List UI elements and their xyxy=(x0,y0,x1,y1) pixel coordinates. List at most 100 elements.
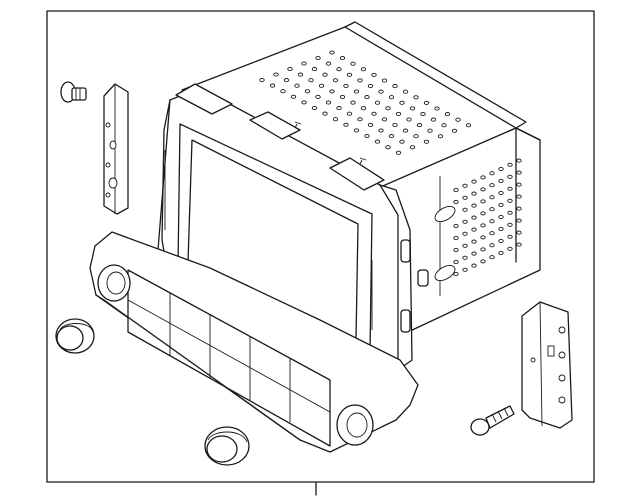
vent-hole xyxy=(329,89,335,94)
vent-hole xyxy=(360,67,367,72)
vent-hole xyxy=(489,219,495,224)
vent-hole xyxy=(371,72,377,77)
vent-hole xyxy=(462,243,468,248)
vent-hole xyxy=(378,89,384,94)
vent-hole xyxy=(471,179,477,184)
vent-hole xyxy=(325,100,332,105)
vent-hole xyxy=(301,61,307,66)
vent-hole xyxy=(465,123,472,128)
left-screw xyxy=(60,81,87,103)
vent-hole xyxy=(381,117,388,122)
vent-hole xyxy=(357,78,363,83)
vent-hole xyxy=(489,231,495,236)
vent-hole xyxy=(430,117,437,122)
vent-hole xyxy=(322,111,328,116)
right-bracket xyxy=(521,301,573,429)
vent-hole xyxy=(451,128,458,133)
vent-hole xyxy=(311,105,318,111)
vent-hole xyxy=(350,100,356,105)
vent-hole xyxy=(489,183,495,188)
vent-hole xyxy=(453,235,459,241)
vent-hole xyxy=(480,199,486,204)
vent-hole xyxy=(343,122,349,127)
vent-hole xyxy=(409,145,416,150)
vent-hole xyxy=(498,202,504,208)
vent-hole xyxy=(374,139,381,144)
left-bracket xyxy=(103,83,129,215)
vent-hole xyxy=(371,111,377,116)
vent-hole xyxy=(315,55,321,61)
control-panel xyxy=(89,231,419,453)
vent-hole xyxy=(269,83,276,88)
vent-hole xyxy=(453,187,459,193)
vent-hole xyxy=(516,170,522,175)
vent-hole xyxy=(388,134,395,139)
vent-hole xyxy=(413,95,419,100)
vent-hole xyxy=(388,95,395,100)
vent-hole xyxy=(498,178,504,184)
vent-hole xyxy=(416,123,423,128)
vent-hole xyxy=(420,111,426,117)
vent-hole xyxy=(453,259,459,265)
vent-hole xyxy=(259,77,265,83)
vent-hole xyxy=(498,190,504,196)
vent-hole xyxy=(346,72,353,77)
vent-hole xyxy=(507,186,513,191)
vent-hole xyxy=(471,251,477,256)
vent-hole xyxy=(374,100,381,105)
vent-hole xyxy=(427,128,433,133)
vent-hole xyxy=(294,83,300,88)
vent-hole xyxy=(516,182,522,187)
vent-hole xyxy=(353,89,360,94)
vent-hole xyxy=(304,89,311,94)
vent-hole xyxy=(507,222,513,227)
vent-hole xyxy=(453,199,459,205)
vent-hole xyxy=(399,139,405,144)
vent-hole xyxy=(489,255,495,260)
vent-hole xyxy=(462,207,468,212)
vent-hole xyxy=(455,117,461,122)
vent-hole xyxy=(462,255,468,260)
vent-hole xyxy=(498,238,504,244)
vent-hole xyxy=(402,128,409,133)
vent-hole xyxy=(350,61,356,66)
vent-hole xyxy=(318,83,325,88)
vent-hole xyxy=(498,250,504,256)
vent-hole xyxy=(480,247,486,252)
vent-hole xyxy=(423,100,430,105)
vent-hole xyxy=(437,134,444,139)
vent-hole xyxy=(336,106,342,111)
vent-hole xyxy=(423,139,430,144)
vent-hole xyxy=(480,223,486,228)
vent-hole xyxy=(480,235,486,240)
vent-hole xyxy=(516,158,522,163)
vent-hole xyxy=(444,112,451,117)
vent-hole xyxy=(516,194,522,199)
vent-hole xyxy=(471,263,477,268)
vent-hole xyxy=(395,111,402,116)
vent-hole xyxy=(336,67,342,72)
vent-hole xyxy=(395,150,402,155)
vent-hole xyxy=(516,242,522,247)
vent-hole xyxy=(462,267,468,272)
vent-hole xyxy=(480,187,486,192)
vent-hole xyxy=(311,67,318,72)
right-screw xyxy=(470,405,515,436)
vent-hole xyxy=(409,106,416,111)
vent-hole xyxy=(364,133,370,139)
vent-hole xyxy=(322,72,328,77)
vent-hole xyxy=(453,223,459,229)
vent-hole xyxy=(507,198,513,203)
chassis-top-holes xyxy=(259,50,472,155)
vent-hole xyxy=(498,226,504,232)
vent-hole xyxy=(507,162,513,167)
vent-hole xyxy=(489,171,495,176)
vent-hole xyxy=(360,106,367,111)
vent-hole xyxy=(332,117,339,122)
vent-hole xyxy=(381,78,388,83)
vent-hole xyxy=(507,210,513,215)
vent-hole xyxy=(346,111,353,116)
vent-hole xyxy=(507,174,513,179)
vent-hole xyxy=(516,230,522,235)
